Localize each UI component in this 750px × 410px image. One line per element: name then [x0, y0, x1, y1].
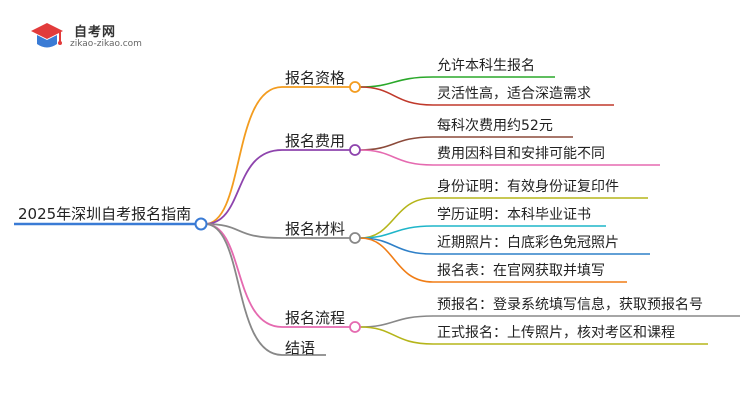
leaf-node: 报名表：在官网获取并填写	[437, 263, 605, 279]
leaf-node: 正式报名：上传照片，核对考区和课程	[437, 325, 675, 341]
branch-node: 报名资格	[285, 69, 346, 87]
branch-node: 报名材料	[285, 220, 346, 238]
leaf-connector	[359, 315, 434, 328]
branch-connector	[204, 149, 283, 225]
branch-junction	[349, 144, 361, 156]
leaf-node: 每科次费用约52元	[437, 118, 553, 134]
graduation-cap-icon	[31, 23, 63, 48]
leaf-connector	[359, 76, 434, 88]
leaf-node: 身份证明：有效身份证复印件	[437, 179, 619, 195]
leaf-node: 允许本科生报名	[437, 58, 535, 74]
leaf-connector	[359, 237, 434, 283]
leaf-node: 费用因科目和安排可能不同	[437, 146, 605, 162]
root-node: 2025年深圳自考报名指南	[18, 205, 192, 223]
leaf-connector	[359, 197, 434, 239]
branch-connector	[204, 223, 283, 328]
leaf-connector	[359, 136, 434, 151]
logo-url: zikao-zikao.com	[70, 39, 142, 49]
branch-junction	[349, 321, 361, 333]
branch-node: 结语	[285, 339, 316, 357]
leaf-node: 学历证明：本科毕业证书	[437, 207, 591, 223]
leaf-node: 预报名：登录系统填写信息，获取预报名号	[437, 297, 703, 313]
leaf-connector	[359, 149, 434, 166]
branch-node: 报名流程	[285, 309, 346, 327]
leaf-node: 灵活性高，适合深造需求	[437, 86, 591, 102]
branch-connector	[204, 86, 283, 225]
leaf-connector	[359, 326, 434, 345]
leaf-connector	[359, 86, 434, 106]
logo-title: 自考网	[74, 25, 117, 40]
branch-junction	[349, 232, 361, 244]
leaf-node: 近期照片：白底彩色免冠照片	[437, 235, 619, 251]
branch-junction	[349, 81, 361, 93]
site-logo[interactable]: 自考网 zikao-zikao.com	[30, 18, 150, 58]
branch-connector	[204, 223, 283, 239]
root-junction	[194, 217, 208, 231]
branch-connector	[204, 223, 283, 356]
branch-node: 报名费用	[285, 132, 346, 150]
